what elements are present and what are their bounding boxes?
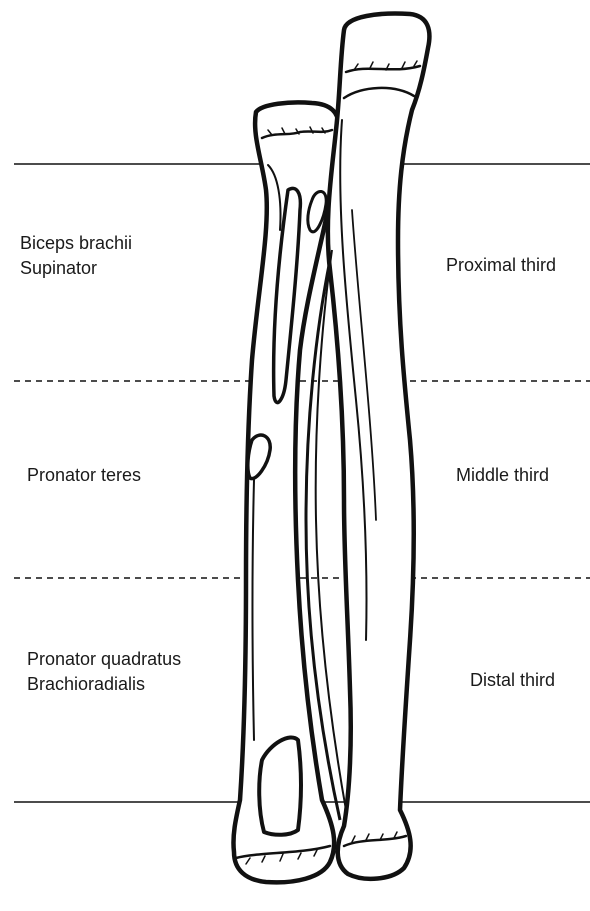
muscle-label: Pronator quadratus xyxy=(27,647,181,672)
muscle-label: Pronator teres xyxy=(27,463,141,488)
muscle-label: Brachioradialis xyxy=(27,672,181,697)
middle-third-label: Middle third xyxy=(456,463,549,488)
muscle-label: Supinator xyxy=(20,256,132,281)
middle-muscles: Pronator teres xyxy=(27,463,141,488)
muscle-label: Biceps brachii xyxy=(20,231,132,256)
proximal-third-label: Proximal third xyxy=(446,253,556,278)
proximal-muscles: Biceps brachii Supinator xyxy=(20,231,132,281)
ulna-bone xyxy=(328,14,430,879)
radius-bone xyxy=(233,102,338,882)
distal-third-label: Distal third xyxy=(470,668,555,693)
distal-muscles: Pronator quadratus Brachioradialis xyxy=(27,647,181,697)
